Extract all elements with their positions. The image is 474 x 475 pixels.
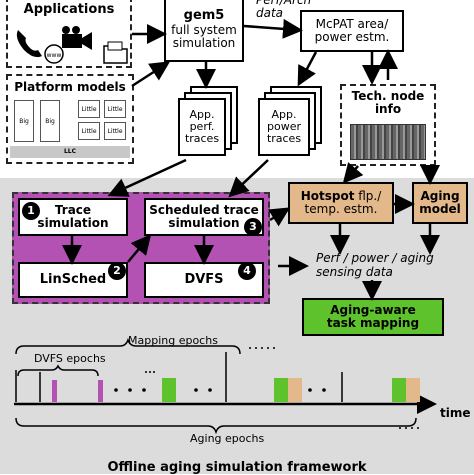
video-camera-icon bbox=[62, 26, 92, 50]
core-little-2: Little bbox=[104, 100, 126, 118]
scheduled-trace-simulation-label: Scheduled trace simulation bbox=[149, 202, 259, 230]
time-axis-label: time bbox=[440, 406, 471, 420]
hotspot-label: Hotspot flp./ temp. estm. bbox=[300, 188, 382, 216]
core-big-2: Big bbox=[40, 100, 60, 142]
hotspot-label-rest: flp./ temp. estm. bbox=[304, 188, 382, 216]
folder-icon bbox=[103, 41, 128, 64]
mcpat-box: McPAT area/ power estm. bbox=[300, 10, 404, 52]
step-2-badge: 2 bbox=[108, 262, 126, 280]
platform-models-title: Platform models bbox=[14, 80, 126, 94]
arrow-mcpat-to-power-traces bbox=[297, 51, 318, 87]
svg-text:www: www bbox=[47, 52, 62, 59]
aging-model-label: Aging model bbox=[419, 188, 461, 216]
platform-models-panel: Platform models Big Big Little Little Li… bbox=[6, 74, 134, 164]
globe-icon: www bbox=[44, 44, 64, 64]
gem5-box: gem5 full system simulation bbox=[164, 0, 244, 62]
core-little-3: Little bbox=[78, 122, 100, 140]
mapping-epochs-label: Mapping epochs bbox=[128, 334, 218, 347]
core-little-4: Little bbox=[104, 122, 126, 140]
perf-arch-data-label: Perf/Arch data bbox=[256, 0, 312, 21]
linsched-box: LinSched bbox=[18, 262, 128, 298]
hotspot-box: Hotspot flp./ temp. estm. bbox=[288, 182, 394, 224]
trace-simulation-label: Trace simulation bbox=[37, 202, 109, 230]
aging-aware-task-mapping-box: Aging-aware task mapping bbox=[302, 298, 444, 336]
tech-node-label: Tech. node info bbox=[351, 89, 425, 117]
aging-model-box: Aging model bbox=[412, 182, 468, 224]
app-power-traces-label: App. power traces bbox=[266, 107, 302, 146]
applications-panel: Applications www bbox=[6, 0, 132, 68]
linsched-label: LinSched bbox=[39, 271, 107, 287]
step-4-badge: 4 bbox=[238, 262, 256, 280]
app-perf-traces-label: App. perf. traces bbox=[184, 107, 220, 146]
dvfs-epochs-label: DVFS epochs bbox=[34, 352, 106, 365]
aging-epochs-label: Aging epochs bbox=[190, 432, 265, 445]
footer-title: Offline aging simulation framework bbox=[107, 460, 367, 475]
tech-node-panel: Tech. node info bbox=[340, 84, 436, 166]
arrow-platform-to-gem5 bbox=[131, 61, 171, 88]
core-little-1: Little bbox=[78, 100, 100, 118]
aging-aware-label: Aging-aware task mapping bbox=[326, 302, 420, 330]
app-power-traces: App. power traces bbox=[258, 98, 310, 156]
core-big-1: Big bbox=[14, 100, 34, 142]
mcpat-label: McPAT area/ power estm. bbox=[314, 16, 390, 44]
arrow-gem5-to-mcpat bbox=[243, 18, 303, 39]
step-3-badge: 3 bbox=[244, 218, 262, 236]
applications-title: Applications bbox=[23, 2, 115, 17]
phone-icon bbox=[16, 30, 42, 58]
gem5-subtitle: full system simulation bbox=[171, 22, 237, 51]
sensing-data-label: Perf / power / aging sensing data bbox=[316, 251, 434, 279]
app-perf-traces: App. perf. traces bbox=[178, 98, 226, 156]
llc-bar: LLC bbox=[10, 146, 130, 158]
step-1-badge: 1 bbox=[22, 202, 40, 220]
chip-die-image bbox=[350, 124, 426, 160]
dvfs-label: DVFS bbox=[184, 271, 224, 287]
gem5-title: gem5 bbox=[183, 8, 225, 24]
